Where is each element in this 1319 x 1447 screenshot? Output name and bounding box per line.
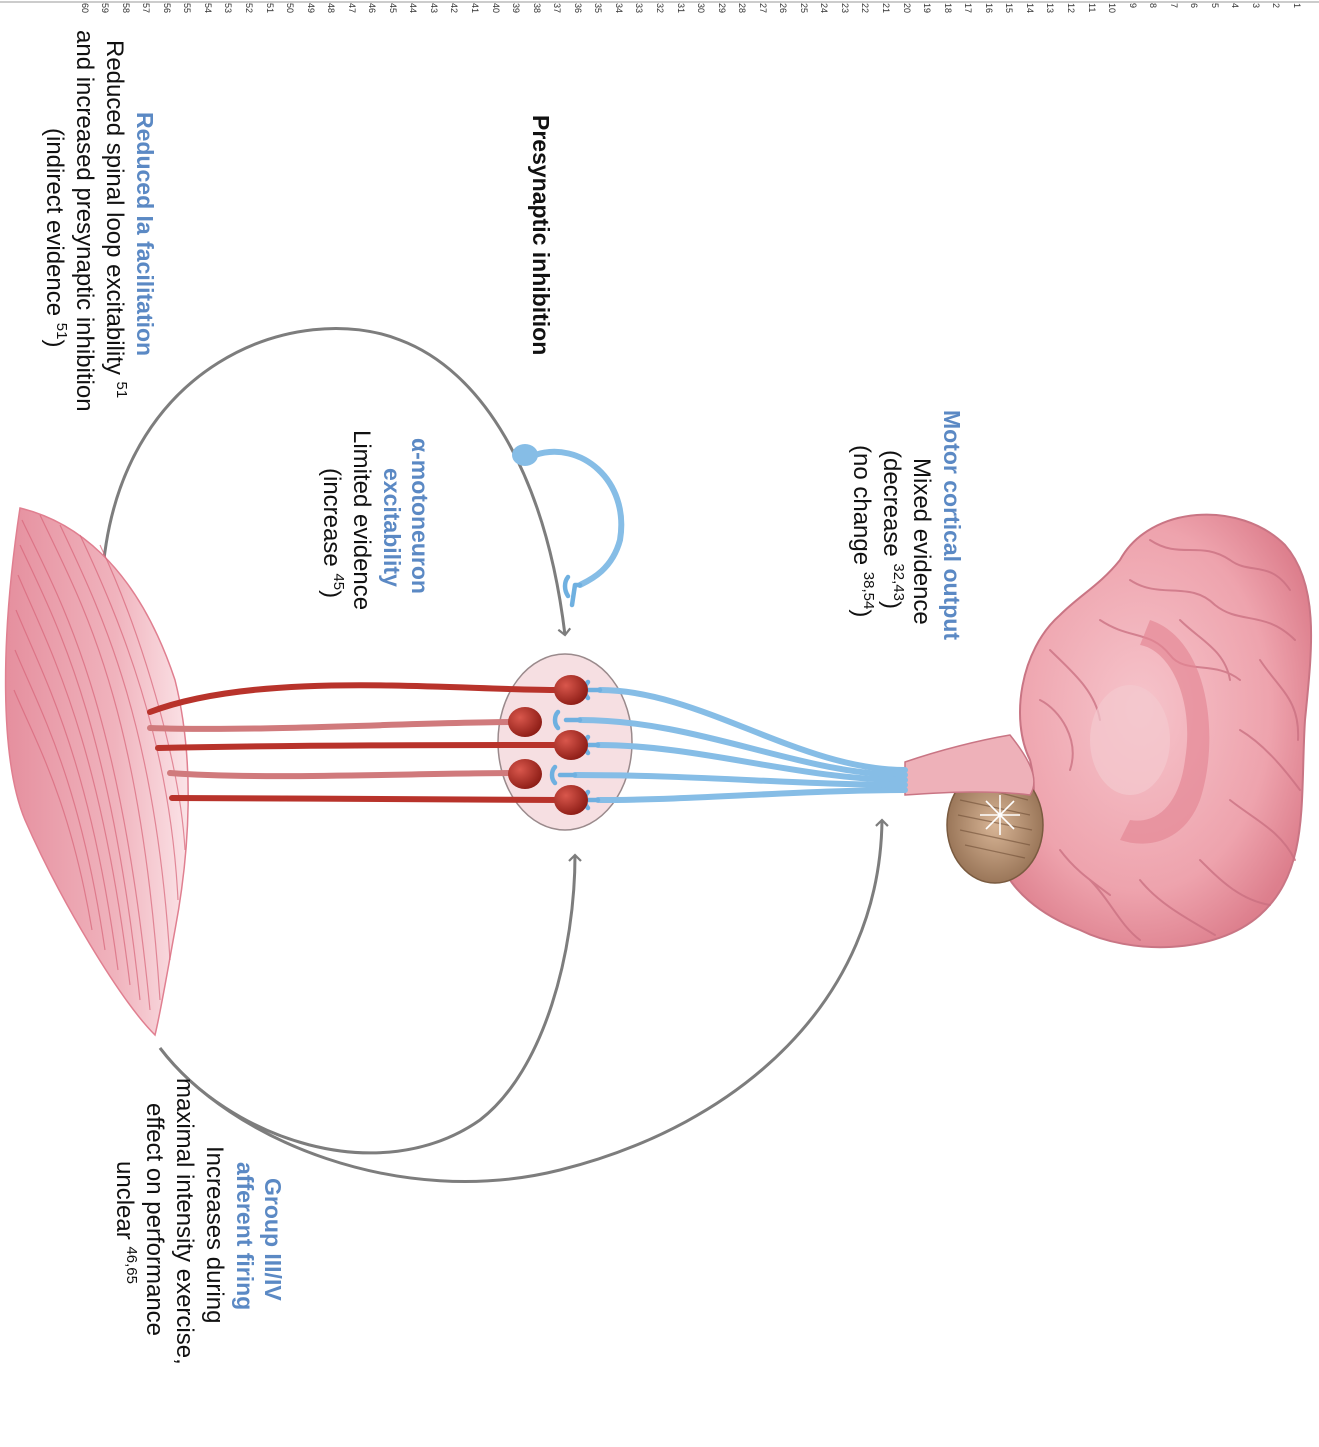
- motoneuron-title-line2: excitability: [379, 468, 405, 587]
- cerebellum-star: [980, 795, 1020, 835]
- muscle: [6, 508, 189, 1035]
- presynaptic-inhibition-label: Presynaptic inhibition: [528, 115, 554, 355]
- afferent-to-cortex-arrow: [160, 820, 882, 1182]
- ia-facilitation-line3: (indirect evidence 51): [41, 128, 70, 347]
- motor-cortical-line3: (no change 38,54): [848, 445, 877, 617]
- ia-facilitation-line1: Reduced spinal loop excitability 51: [101, 40, 130, 398]
- motoneuron-title-line1: α-motoneuron: [407, 438, 433, 594]
- presynaptic-interneuron: [512, 444, 621, 605]
- ia-facilitation-line2: and increased presynaptic inhibition: [71, 30, 98, 412]
- presynaptic-title: Presynaptic inhibition: [528, 115, 554, 355]
- motor-cortical-title: Motor cortical output: [939, 410, 965, 640]
- brainstem: [905, 735, 1034, 795]
- group-afferent-line3: effect on performance: [141, 1103, 168, 1336]
- motor-cortical-output-label: Motor cortical output Mixed evidence (de…: [848, 410, 965, 640]
- ia-facilitation-title: Reduced Ia facilitation: [132, 112, 158, 356]
- group-afferent-label: Group III/IV afferent firing Increases d…: [111, 1078, 286, 1365]
- group-afferent-title-line2: afferent firing: [232, 1162, 258, 1310]
- thalamus: [1090, 685, 1170, 795]
- motoneuron-excitability-label: α-motoneuron excitability Limited eviden…: [318, 430, 433, 610]
- motor-cortical-line1: Mixed evidence: [908, 458, 935, 625]
- ia-facilitation-label: Reduced Ia facilitation Reduced spinal l…: [41, 30, 158, 412]
- motor-axons: [150, 685, 560, 800]
- motoneuron-line2: (increase 45): [318, 468, 347, 598]
- arrows: [102, 328, 882, 1181]
- motor-cortical-line2: (decrease 32,43): [878, 450, 907, 609]
- motoneuron-line1: Limited evidence: [348, 430, 375, 610]
- group-afferent-line2: maximal intensity exercise,: [171, 1078, 198, 1365]
- group-afferent-title-line1: Group III/IV: [260, 1178, 286, 1301]
- group-afferent-line1: Increases during: [201, 1146, 228, 1323]
- group-afferent-line4: unclear 46,65: [111, 1161, 140, 1284]
